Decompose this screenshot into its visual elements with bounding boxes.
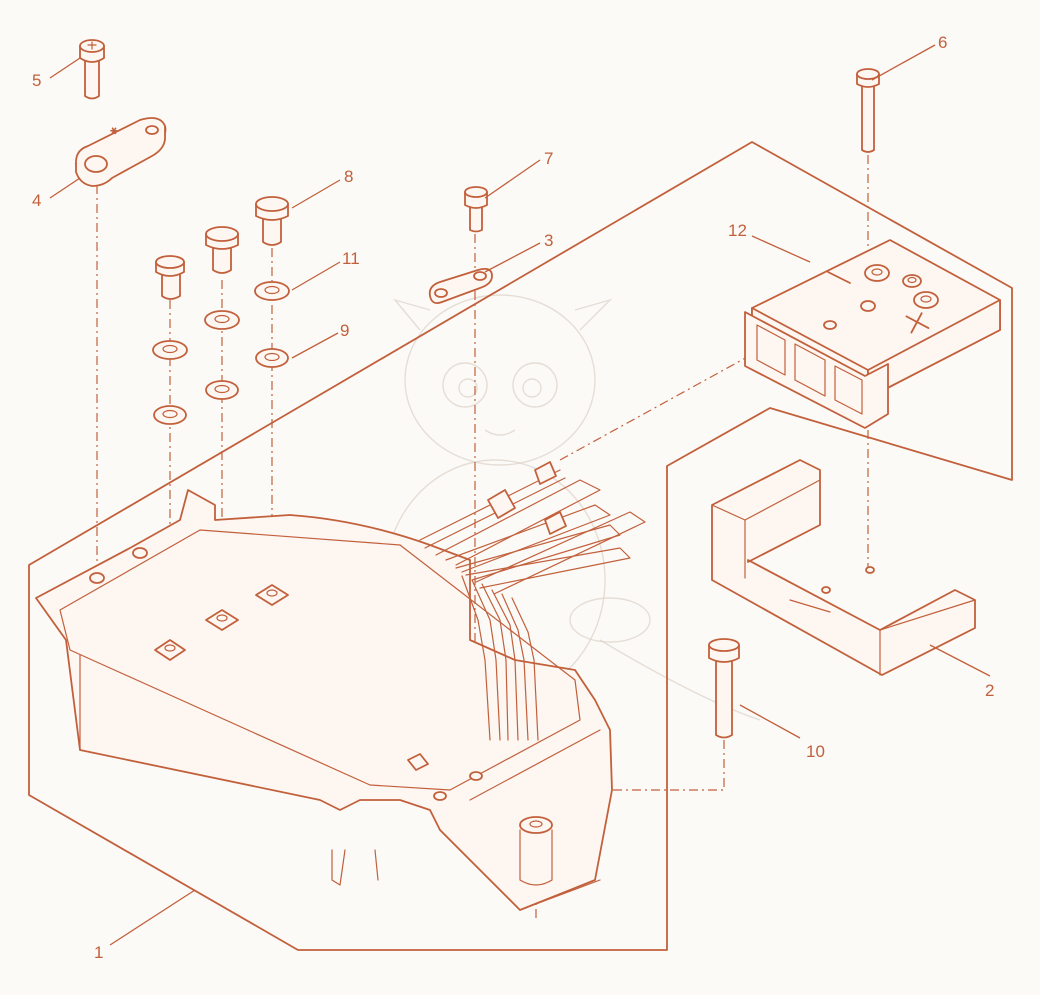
callout-1: 1 (94, 943, 103, 962)
callout-2: 2 (985, 681, 994, 700)
cable-harness (419, 461, 646, 741)
callout-numbers: 5 4 6 7 3 8 11 9 12 2 10 1 (32, 33, 994, 962)
part-1-housing (35, 489, 613, 911)
callout-12: 12 (728, 221, 747, 240)
callout-7: 7 (544, 149, 553, 168)
callout-4: 4 (32, 191, 41, 210)
column-bolts (155, 196, 289, 300)
part-7-screw (464, 186, 488, 233)
part-12-connector (744, 239, 1001, 429)
part-2-bracket (711, 459, 976, 676)
part-5-screw (79, 39, 105, 100)
leader-lines (49, 44, 991, 946)
washers (152, 281, 290, 425)
assembly-1-outline (28, 141, 1013, 951)
callout-11: 11 (342, 249, 360, 268)
callout-9: 9 (340, 321, 349, 340)
part-3-link (428, 267, 493, 305)
callout-5: 5 (32, 71, 41, 90)
callout-10: 10 (806, 742, 825, 761)
callout-3: 3 (544, 231, 553, 250)
part-4-clamp: ✱ (75, 117, 167, 187)
callout-8: 8 (344, 167, 353, 186)
part-6-screw (856, 68, 880, 153)
part-10-screw (708, 638, 740, 739)
callout-6: 6 (938, 33, 947, 52)
